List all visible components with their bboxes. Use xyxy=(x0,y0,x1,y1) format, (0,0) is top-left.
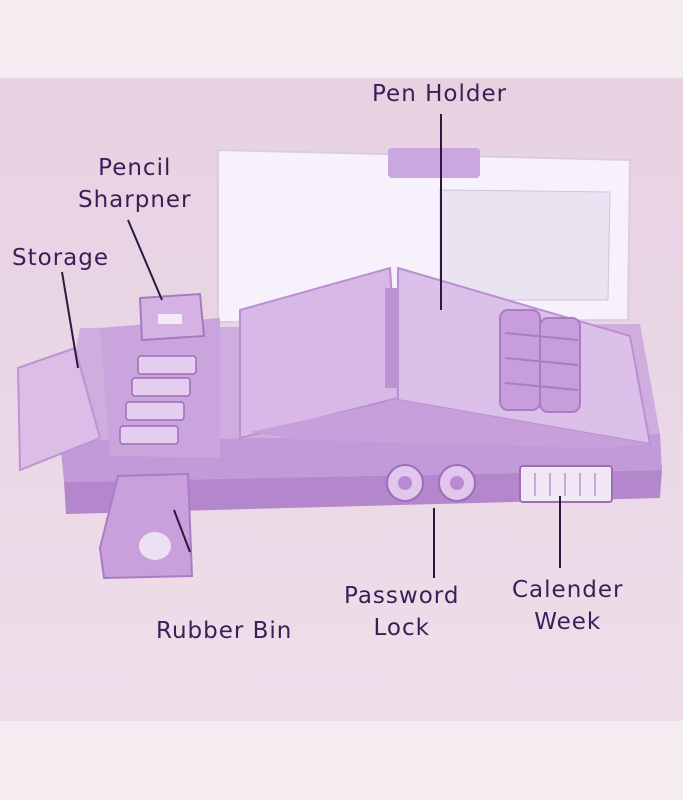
storage-label: Storage xyxy=(12,245,109,271)
password-lock-line1: Password xyxy=(344,583,460,609)
pen-slots xyxy=(499,309,581,413)
button-column xyxy=(119,355,197,445)
pencil-sharpner-label: Pencil Sharpner xyxy=(78,152,192,216)
leader-lines xyxy=(61,114,561,578)
password-lock-label: Password Lock xyxy=(344,580,459,644)
lid xyxy=(217,148,632,324)
calender-week-label: Calender Week xyxy=(512,574,623,638)
pen-holder-label: Pen Holder xyxy=(372,81,508,107)
password-dials xyxy=(386,464,476,502)
calender-week-line2: Week xyxy=(534,609,602,635)
rubber-bin-label: Rubber Bin xyxy=(156,618,293,644)
pencil-sharpener xyxy=(138,292,206,342)
calendar-window xyxy=(519,465,613,503)
pencil-case-illustration xyxy=(16,114,662,580)
pencil-sharpner-line2: Sharpner xyxy=(78,187,192,213)
calender-week-line1: Calender xyxy=(512,577,624,603)
product-photo xyxy=(0,78,683,721)
rubber-bin-drawer xyxy=(98,472,194,580)
pencil-sharpner-line1: Pencil xyxy=(98,155,172,181)
password-lock-line2: Lock xyxy=(373,615,430,641)
